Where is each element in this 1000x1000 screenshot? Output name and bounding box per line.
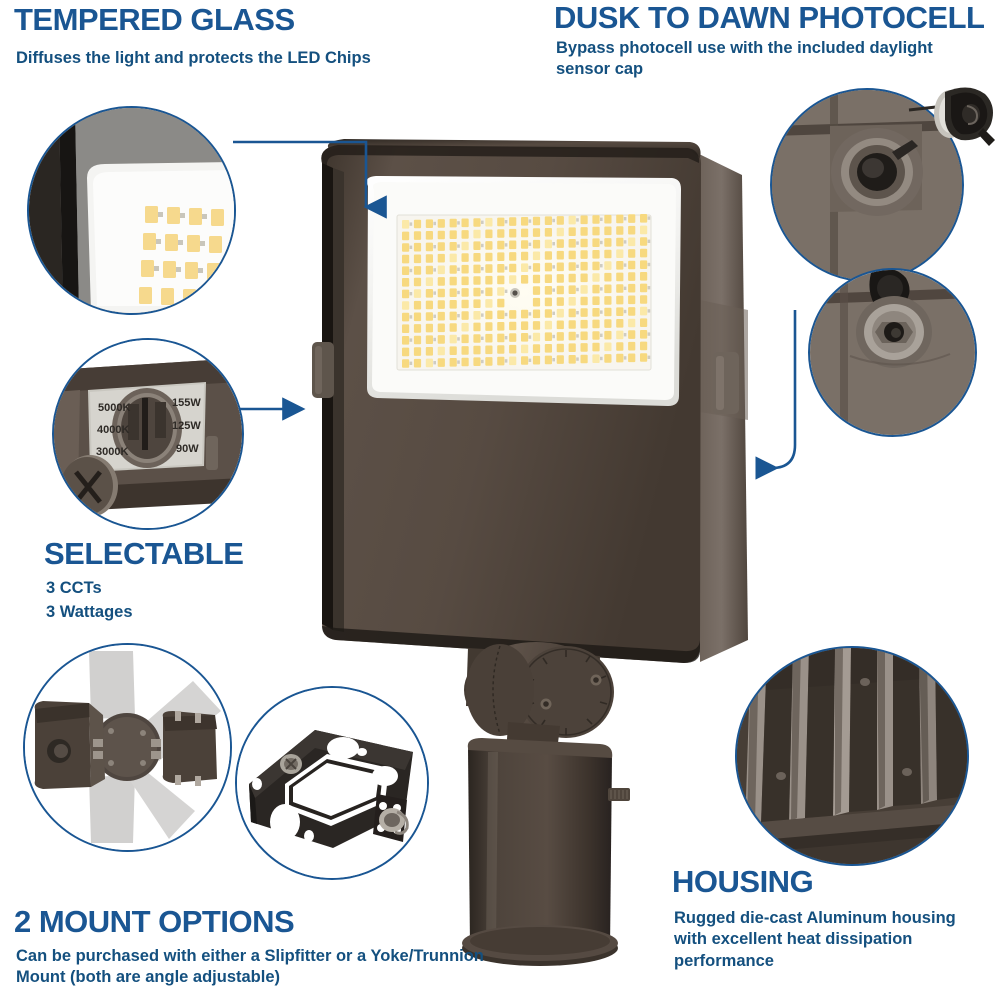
photocell-heading: DUSK TO DAWN PHOTOCELL [554,0,985,35]
slipfitter-mount-rotation-closeup [23,643,232,852]
svg-text:4000K: 4000K [97,424,129,436]
daylight-sensor-cap [908,87,995,146]
photocell-body: Bypass photocell use with the included d… [556,39,933,79]
selectable-cct-count: 3 CCTs [46,579,102,597]
mount-options-body: Can be purchased with either a Slipfitte… [16,947,484,987]
tempered-glass-body: Diffuses the light and protects the LED … [16,49,371,67]
svg-text:90W: 90W [176,443,199,455]
photocell-cap-installed-closeup [808,268,977,437]
tempered-glass-closeup [27,106,236,315]
svg-text:3000K: 3000K [96,446,128,458]
housing-body: Rugged die-cast Aluminum housing with ex… [674,909,956,970]
selectable-heading: SELECTABLE [44,536,244,571]
selectable-wattage-count: 3 Wattages [46,603,133,621]
led-chip-array [402,214,651,368]
mount-options-heading: 2 MOUNT OPTIONS [14,904,295,939]
heatsink-fins-closeup [735,646,969,866]
svg-text:155W: 155W [172,397,201,409]
svg-text:5000K: 5000K [98,402,130,414]
housing-heading: HOUSING [672,864,814,899]
tempered-glass-heading: TEMPERED GLASS [14,2,295,37]
photocell-receptacle-closeup [770,88,964,282]
svg-text:125W: 125W [172,420,201,432]
yoke-trunnion-mount-closeup [235,686,429,880]
cct-wattage-selector-closeup: 5000K 4000K 3000K 155W 125W 90W [52,338,244,530]
